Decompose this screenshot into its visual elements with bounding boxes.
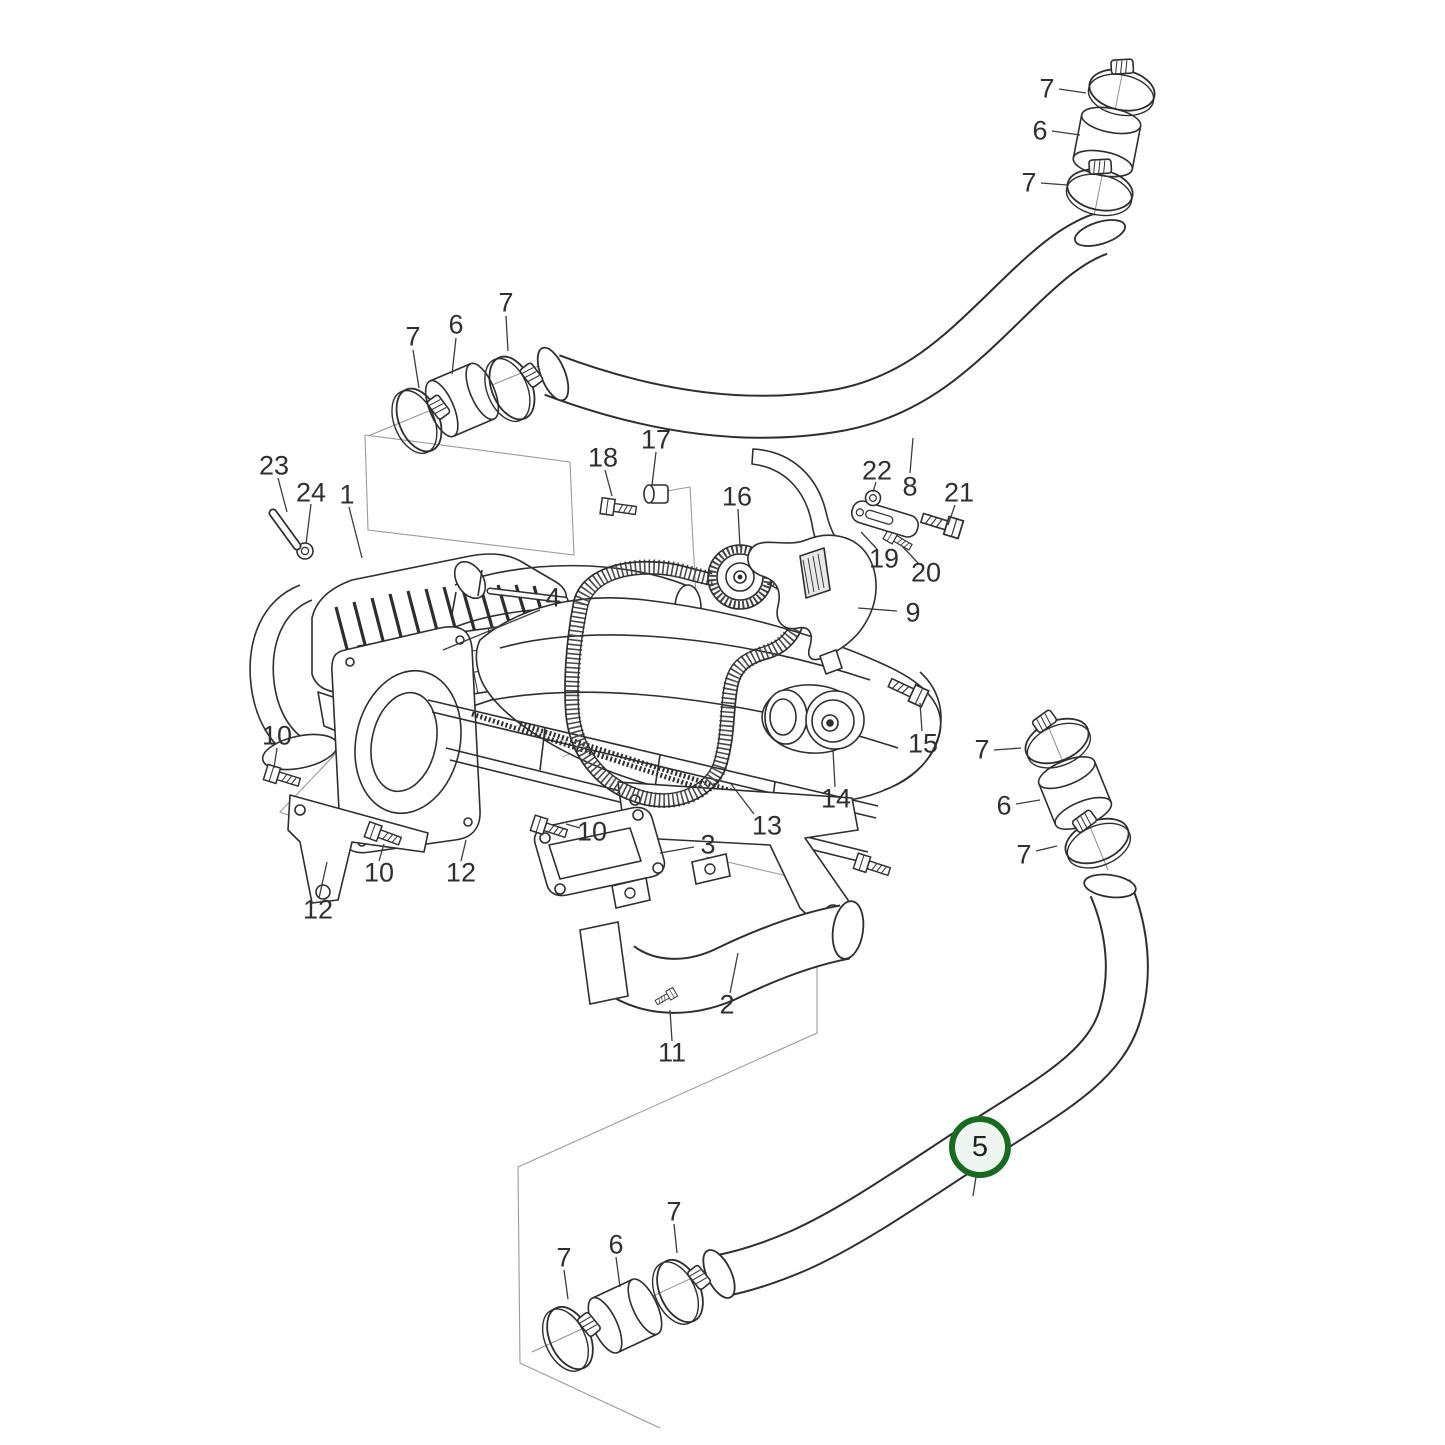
part-17-cap bbox=[643, 484, 669, 504]
part-label-11[interactable]: 11 bbox=[657, 1037, 687, 1068]
group-box-air-hose bbox=[364, 434, 575, 556]
part-label-18[interactable]: 18 bbox=[587, 442, 619, 473]
part-19-plate bbox=[850, 500, 920, 538]
part-label-13[interactable]: 13 bbox=[751, 810, 783, 841]
part-label-7[interactable]: 7 bbox=[666, 1196, 682, 1227]
part-label-3[interactable]: 3 bbox=[700, 829, 716, 860]
part-label-9[interactable]: 9 bbox=[905, 597, 921, 628]
part-9-bracket bbox=[747, 448, 877, 675]
part-label-7[interactable]: 7 bbox=[556, 1242, 572, 1273]
part-label-10[interactable]: 10 bbox=[261, 720, 293, 751]
part-label-6[interactable]: 6 bbox=[996, 790, 1012, 821]
part-label-6[interactable]: 6 bbox=[1032, 115, 1048, 146]
part-label-8[interactable]: 8 bbox=[902, 471, 918, 502]
part-label-6[interactable]: 6 bbox=[608, 1229, 624, 1260]
part-label-15[interactable]: 15 bbox=[907, 728, 939, 759]
part-14-belt-tensioner bbox=[761, 684, 865, 754]
part-8-upper-hose bbox=[536, 213, 1126, 439]
part-label-7[interactable]: 7 bbox=[1039, 73, 1055, 104]
part-label-10[interactable]: 10 bbox=[363, 857, 395, 888]
part-label-12[interactable]: 12 bbox=[445, 857, 477, 888]
part-label-23[interactable]: 23 bbox=[258, 450, 290, 481]
part-label-14[interactable]: 14 bbox=[820, 783, 852, 814]
part-label-7[interactable]: 7 bbox=[405, 321, 421, 352]
part-label-19[interactable]: 19 bbox=[868, 543, 900, 574]
callout-leader-lines bbox=[273, 88, 1087, 1300]
part-label-4[interactable]: 4 bbox=[545, 582, 561, 613]
part-label-7[interactable]: 7 bbox=[498, 287, 514, 318]
part-2-elbow-duct bbox=[579, 853, 865, 1014]
part-label-1[interactable]: 1 bbox=[339, 479, 355, 510]
part-label-7[interactable]: 7 bbox=[1021, 167, 1037, 198]
part-13-belt bbox=[564, 559, 806, 808]
part-label-16[interactable]: 16 bbox=[721, 481, 753, 512]
highlighted-part-marker-5[interactable]: 5 bbox=[949, 1116, 1011, 1178]
part-label-12[interactable]: 12 bbox=[302, 894, 334, 925]
part-label-7[interactable]: 7 bbox=[1016, 839, 1032, 870]
part-label-2[interactable]: 2 bbox=[719, 989, 735, 1020]
part-label-24[interactable]: 24 bbox=[295, 477, 327, 508]
part-label-20[interactable]: 20 bbox=[910, 557, 942, 588]
part-23-pin bbox=[268, 508, 302, 551]
part-label-10[interactable]: 10 bbox=[576, 816, 608, 847]
part-label-17[interactable]: 17 bbox=[640, 424, 672, 455]
part-label-21[interactable]: 21 bbox=[943, 477, 975, 508]
highlight-leader-line bbox=[972, 1176, 977, 1197]
part-label-22[interactable]: 22 bbox=[861, 455, 893, 486]
part-24-nut bbox=[296, 542, 314, 560]
part-label-7[interactable]: 7 bbox=[974, 734, 990, 765]
part-label-6[interactable]: 6 bbox=[448, 309, 464, 340]
